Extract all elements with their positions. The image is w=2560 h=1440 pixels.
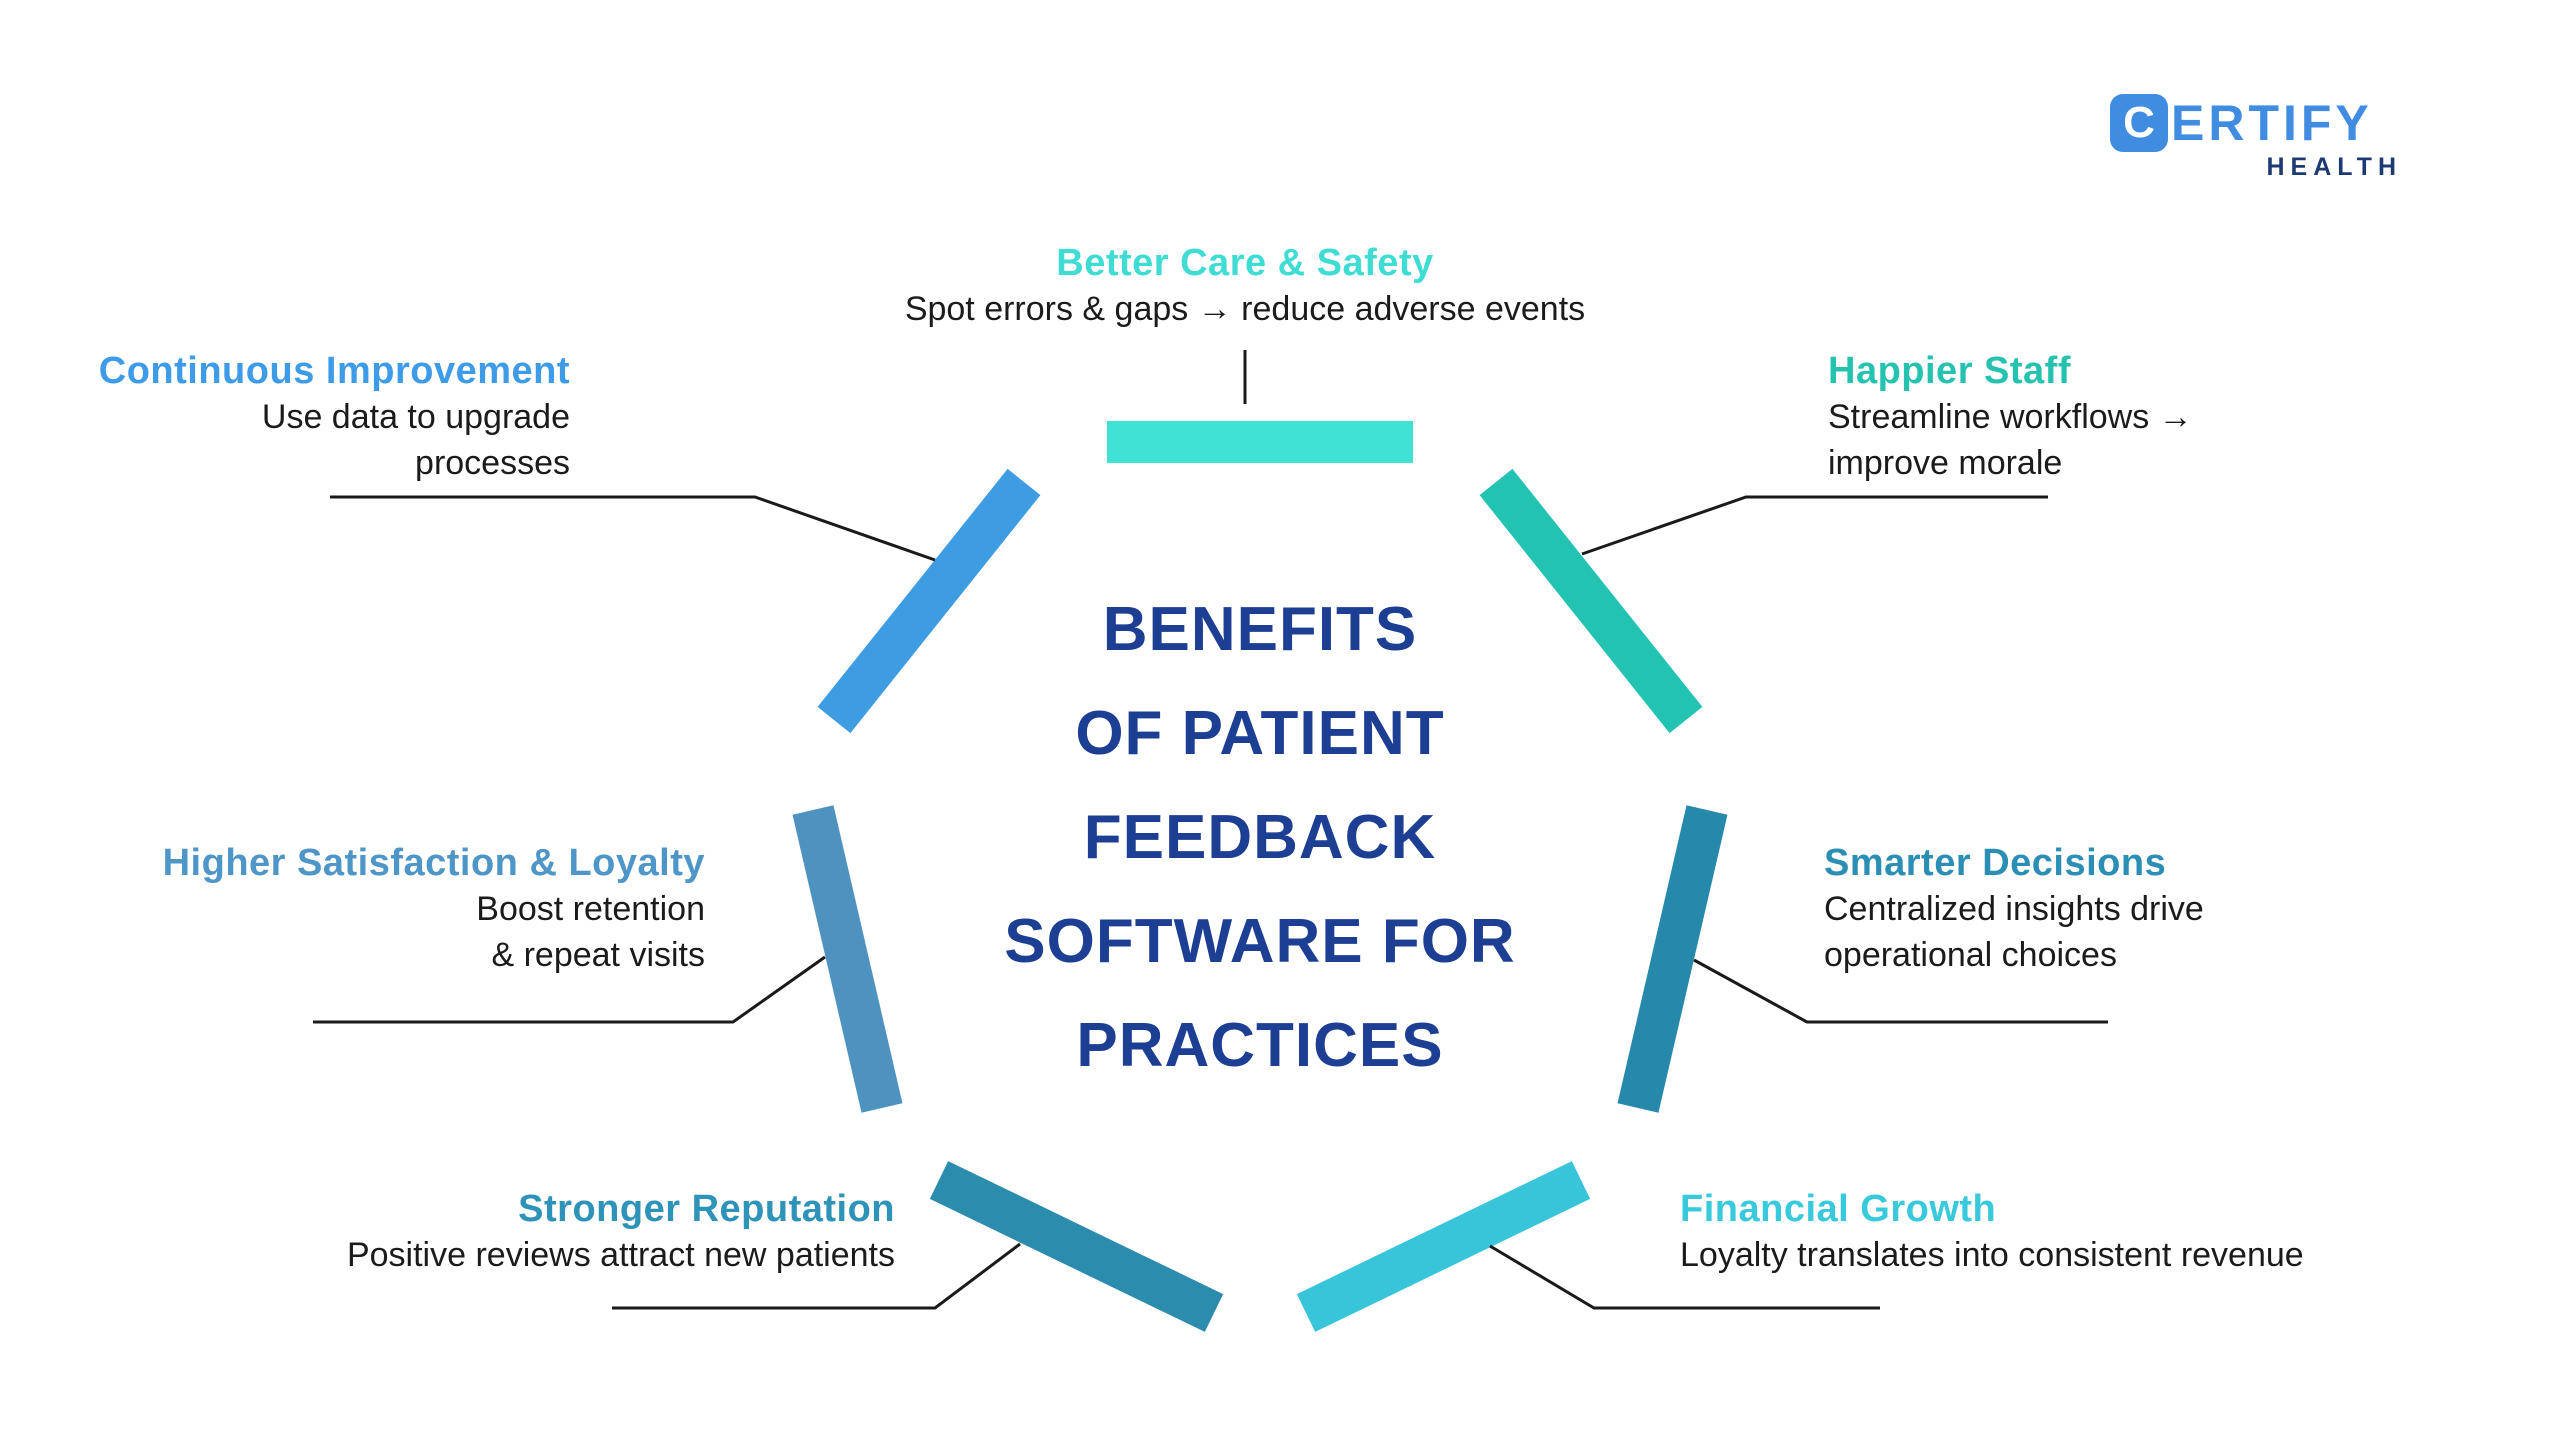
benefit-title: Better Care & Safety	[1056, 242, 1434, 284]
benefit-label-smarter-decisions: Smarter Decisions Centralized insights d…	[1824, 840, 2444, 978]
connector-smarter-decisions	[1693, 958, 2108, 1024]
benefit-title: Stronger Reputation	[518, 1188, 895, 1230]
connector-happier-staff	[1581, 495, 2048, 556]
connector-stronger-reputation	[612, 1242, 1021, 1310]
logo-wordmark: ERTIFY	[2171, 95, 2373, 151]
center-title-line: OF PATIENT	[1075, 699, 1445, 768]
benefit-description-line: Centralized insights drive	[1824, 890, 2204, 928]
benefit-label-stronger-reputation: Stronger Reputation Positive reviews att…	[195, 1186, 895, 1278]
benefit-description-line: Boost retention	[476, 890, 705, 928]
heptagon-segment-left	[792, 805, 903, 1113]
center-title-line: PRACTICES	[1076, 1011, 1444, 1080]
benefit-description-line: improve morale	[1828, 444, 2063, 482]
connector-financial-growth	[1489, 1244, 1880, 1310]
logo-subtext: HEALTH	[2266, 153, 2402, 181]
logo-wordmark-row: C ERTIFY	[2110, 94, 2402, 152]
benefit-label-better-care-safety: Better Care & Safety Spot errors & gaps …	[645, 240, 1845, 332]
benefit-label-higher-satisfaction-loyalty: Higher Satisfaction & Loyalty Boost rete…	[105, 840, 705, 978]
benefit-title: Financial Growth	[1680, 1188, 1997, 1230]
benefit-title: Happier Staff	[1828, 350, 2071, 392]
benefit-label-continuous-improvement: Continuous Improvement Use data to upgra…	[70, 348, 570, 486]
heptagon-segment-bottom-left	[929, 1161, 1224, 1332]
benefit-description-line: & repeat visits	[491, 936, 705, 974]
benefit-description-line: Loyalty translates into consistent reven…	[1680, 1236, 2304, 1274]
center-title-line: SOFTWARE FOR	[1004, 907, 1516, 976]
certify-health-logo: C ERTIFY HEALTH	[2110, 94, 2402, 182]
connector-higher-satisfaction-loyalty	[313, 955, 826, 1024]
heptagon-segment-bottom-right	[1296, 1161, 1591, 1332]
heptagon-segment-right	[1617, 805, 1728, 1113]
center-title-line: BENEFITS	[1102, 595, 1418, 664]
benefit-label-financial-growth: Financial Growth Loyalty translates into…	[1680, 1186, 2480, 1278]
benefit-title: Higher Satisfaction & Loyalty	[162, 842, 705, 884]
benefit-title: Continuous Improvement	[98, 350, 570, 392]
heptagon-segment-top-left	[817, 468, 1041, 734]
center-title: BENEFITS OF PATIENT FEEDBACK SOFTWARE FO…	[650, 578, 1870, 1098]
benefit-description-line: Positive reviews attract new patients	[346, 1236, 895, 1274]
benefit-description-line: Spot errors & gaps → reduce adverse even…	[904, 290, 1586, 328]
benefit-description-line: operational choices	[1824, 936, 2117, 974]
benefit-title: Smarter Decisions	[1824, 842, 2167, 884]
benefit-description-line: Use data to upgrade	[261, 398, 570, 436]
heptagon-segment-top-right	[1479, 468, 1703, 734]
center-title-line: FEEDBACK	[1083, 803, 1437, 872]
connector-continuous-improvement	[330, 495, 936, 562]
benefit-description-line: Streamline workflows →	[1828, 398, 2193, 436]
benefit-label-happier-staff: Happier Staff Streamline workflows → imp…	[1828, 348, 2428, 486]
logo-c-badge: C	[2110, 94, 2168, 152]
benefit-description-line: processes	[415, 444, 570, 482]
